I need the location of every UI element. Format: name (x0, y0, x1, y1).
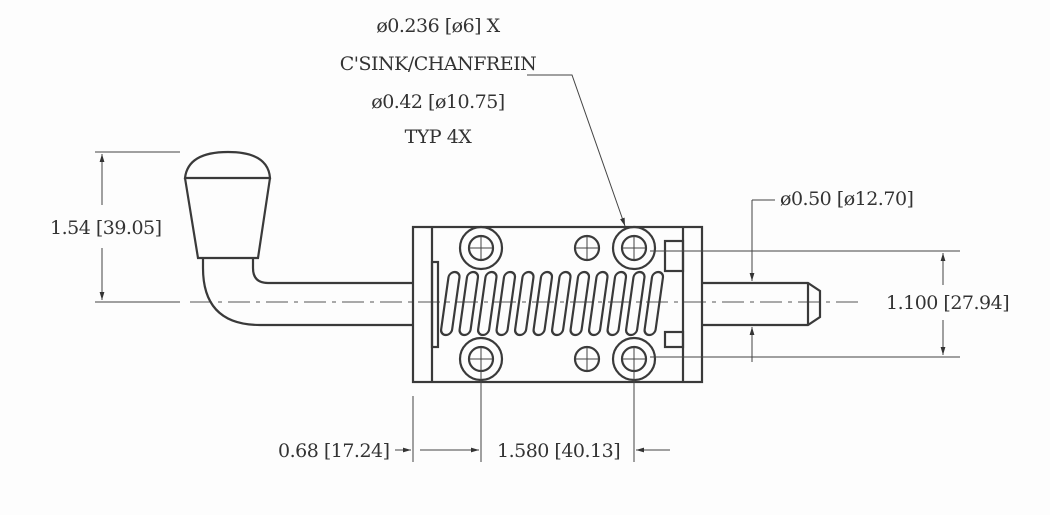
callout-line-4: TYP 4X (405, 126, 473, 148)
small-hole (573, 234, 601, 262)
countersunk-hole (611, 225, 657, 271)
spring-coil (587, 270, 609, 337)
callout-line-3: ø0.42 [ø10.75] (371, 91, 504, 113)
callout-leader (527, 74, 626, 227)
spring-coil (495, 270, 517, 337)
spring-coil (624, 270, 646, 337)
dim-hole-spacing-vertical: 1.100 [27.94] (886, 292, 1009, 314)
latch-body (411, 225, 704, 384)
dim-pin-diameter: ø0.50 [ø12.70] (780, 188, 913, 210)
spring-coil (643, 270, 665, 337)
spring-coil (569, 270, 591, 337)
mounting-holes (458, 225, 657, 382)
spring-coil (532, 270, 554, 337)
countersunk-hole (458, 225, 504, 271)
dim-handle-height: 1.54 [39.05] (50, 217, 162, 239)
spring-coil (476, 270, 498, 337)
plunger-pin (702, 281, 822, 327)
handle (183, 150, 413, 327)
small-hole (573, 345, 601, 373)
callout-line-2: C'SINK/CHANFREIN (340, 53, 536, 75)
spring-coil (513, 270, 535, 337)
spring-coil (439, 270, 461, 337)
dim-edge-to-hole: 0.68 [17.24] (278, 440, 390, 462)
spring-coil (458, 270, 480, 337)
callout-line-1: ø0.236 [ø6] X (376, 15, 500, 37)
spring-coil (550, 270, 572, 337)
dim-hole-spacing-horizontal: 1.580 [40.13] (497, 440, 620, 462)
handle-knob (183, 150, 272, 180)
spring (439, 270, 665, 337)
spring-coil (606, 270, 628, 337)
